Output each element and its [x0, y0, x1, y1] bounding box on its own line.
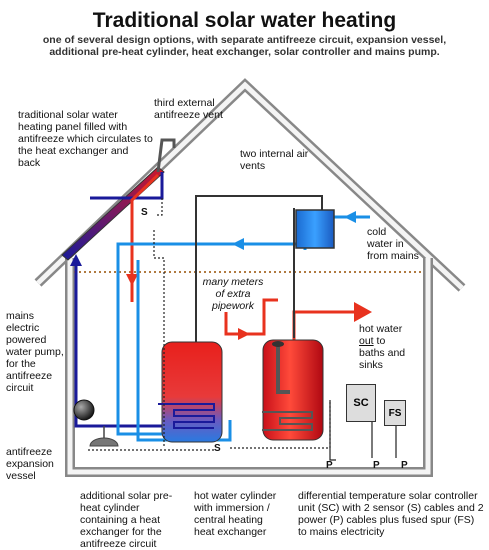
cold-water-pipes: [116, 215, 370, 442]
preheat-label: additional solar pre-heat cylinder conta…: [80, 490, 173, 550]
hot-water-line-1: hot water: [359, 323, 403, 335]
hot-out-arrow-icon: [354, 302, 372, 322]
expansion-vessel-icon: [89, 437, 119, 447]
panel-hot-pipe: [130, 173, 160, 302]
cold-water-line-2: water in: [367, 238, 404, 250]
hot-right-arrow-icon: [238, 328, 250, 340]
internal-vent-pipes: [195, 195, 323, 342]
solar-controller-box: SC: [346, 384, 376, 422]
solar-panel: [61, 166, 165, 261]
pump-label: mains electric powered water pump, for t…: [6, 310, 64, 394]
immersion-heater: [276, 346, 290, 394]
panel-label: traditional solar water heating panel fi…: [18, 109, 153, 169]
external-vent-pipe: [156, 138, 176, 173]
cold-water-line-1: cold: [367, 226, 387, 238]
hot-water-line-2: out to: [359, 335, 429, 347]
hot-water-out-word: out: [359, 335, 374, 347]
preheat-outlet-pipe: [224, 298, 278, 336]
cold-left-arrow-icon: [232, 238, 244, 250]
controller-label: differential temperature solar controlle…: [298, 490, 484, 538]
pump-icon: [73, 399, 95, 421]
page-subtitle: one of several design options, with sepa…: [42, 34, 447, 58]
third-vent-label: third external antifreeze vent: [154, 97, 223, 121]
pipework-label: many meters of extra pipework: [202, 276, 264, 312]
sensor-marker-cylinder: S: [214, 443, 221, 454]
hot-cylinder-label: hot water cylinder with immersion / cent…: [194, 490, 277, 538]
central-heating-exchanger: [262, 411, 313, 431]
hot-water-to-word: to: [373, 335, 386, 347]
hot-water-line-3: baths and: [359, 347, 406, 359]
fused-spur-box: FS: [384, 400, 406, 426]
cold-water-line-3: from mains: [367, 250, 419, 262]
immersion-cap-icon: [272, 341, 284, 347]
hot-water-label: hot water out to baths and sinks: [359, 323, 429, 371]
hot-water-line-4: sinks: [359, 359, 383, 371]
cold-in-arrow-icon: [344, 211, 356, 223]
hot-water-out-pipe: [292, 310, 356, 340]
page-title: Traditional solar water heating: [92, 9, 397, 32]
power-marker-3: P: [401, 460, 408, 471]
hot-down-arrow-icon: [126, 274, 138, 286]
internal-vents-label: two internal air vents: [240, 148, 309, 172]
antifreeze-arrow-icon: [70, 254, 82, 266]
preheat-heat-exchanger: [158, 403, 215, 429]
sensor-marker-panel: S: [141, 207, 148, 218]
power-cable-a: [329, 400, 336, 461]
power-marker-1: P: [326, 460, 333, 471]
cold-water-label: cold water in from mains: [367, 226, 437, 262]
expansion-vessel-label: antifreeze expansion vessel: [6, 446, 54, 482]
cold-water-tank: [295, 209, 335, 249]
power-marker-2: P: [373, 460, 380, 471]
